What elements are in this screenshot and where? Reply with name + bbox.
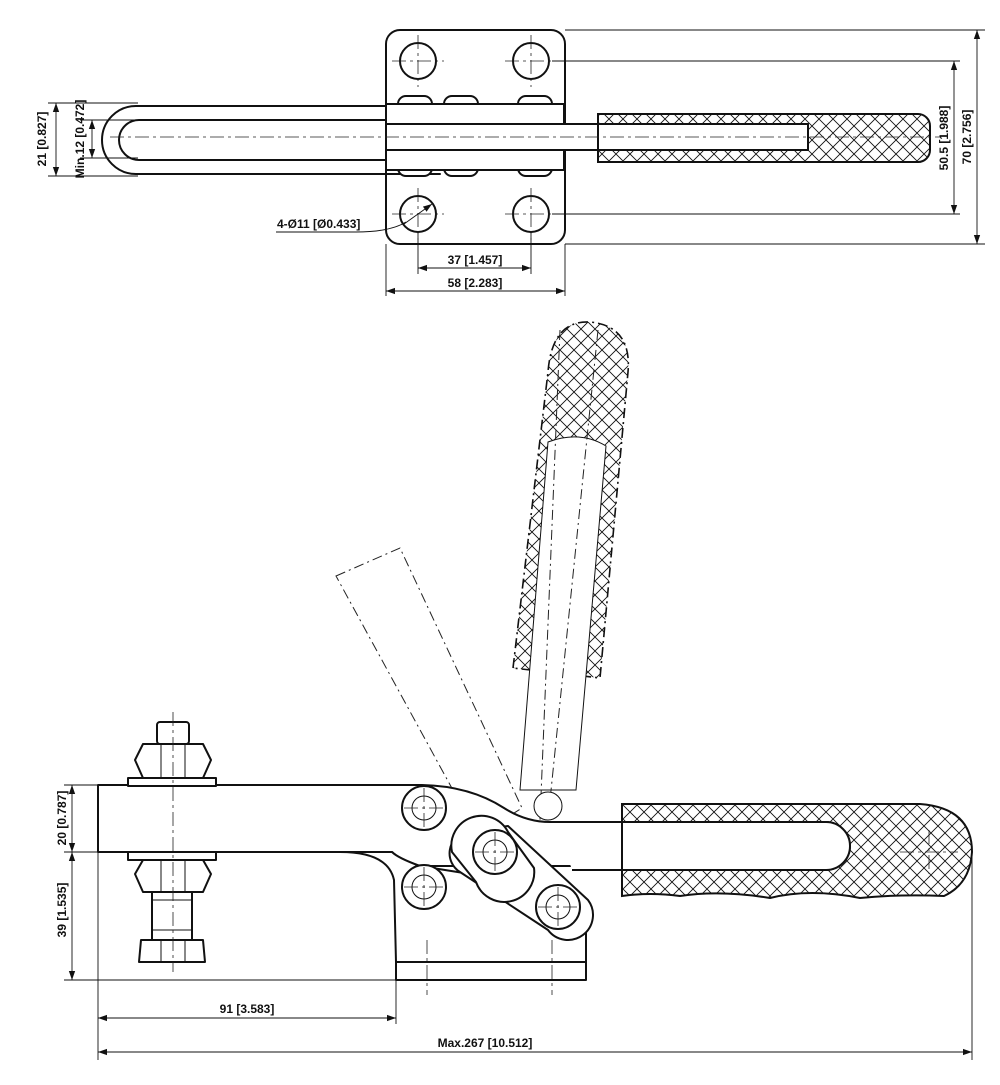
dim-height-39: 39 [1.535] (55, 883, 69, 938)
dim-height-21: 21 [0.827] (35, 112, 49, 167)
side-view (97, 321, 974, 995)
raised-handle-bar (519, 436, 607, 791)
dim-length-91: 91 [3.583] (220, 1002, 275, 1016)
dim-width-58: 58 [2.283] (448, 276, 503, 290)
pivots (401, 785, 581, 930)
dim-width-37: 37 [1.457] (448, 253, 503, 267)
spindle-bolt (127, 712, 217, 972)
side-view-dimensions: 20 [0.787] 39 [1.535] 91 [3.583] Max.267… (55, 784, 973, 1060)
top-view-dimensions: 21 [0.827] Min.12 [0.472] 50.5 [1.988] 7… (35, 29, 985, 296)
dim-height-70: 70 [2.756] (960, 110, 974, 165)
dim-min-12: Min.12 [0.472] (73, 100, 87, 179)
dim-height-20: 20 [0.787] (55, 791, 69, 846)
dim-holes: 4-Ø11 [Ø0.433] (277, 217, 360, 231)
u-bar-arm (101, 105, 441, 175)
phantom-arm-open (335, 547, 523, 837)
top-view (101, 29, 940, 245)
dim-max-267: Max.267 [10.512] (438, 1036, 533, 1050)
dim-height-50-5: 50.5 [1.988] (937, 106, 951, 171)
base-plate-side (395, 961, 587, 981)
